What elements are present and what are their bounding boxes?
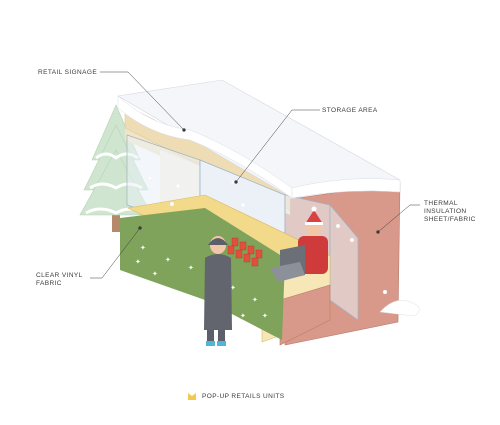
legend-label: POP-UP RETAILS UNITS: [202, 393, 285, 400]
hedge-garland: ✦ ✦ ✦ ✦ ✦ ✦ ✦ ✦ ✦: [120, 208, 285, 340]
vendor-figure: [298, 206, 328, 274]
label-clear-vinyl: CLEAR VINYL FABRIC: [36, 272, 83, 287]
label-retail-signage: RETAIL SIGNAGE: [38, 69, 98, 76]
leader-lines: [90, 71, 420, 279]
svg-text:✦: ✦: [188, 264, 194, 272]
svg-text:✦: ✦: [135, 258, 141, 266]
svg-text:✦: ✦: [165, 256, 171, 264]
svg-text:✦: ✦: [152, 270, 158, 278]
customer-figure: [204, 236, 232, 346]
label-thermal-insulation: THERMAL INSULATION SHEET/FABRIC: [424, 200, 476, 223]
svg-text:✦: ✦: [230, 284, 236, 292]
legend-swatch-icon: [188, 393, 196, 400]
cups: [227, 237, 263, 267]
label-storage-area: STORAGE AREA: [322, 107, 378, 114]
svg-text:✦: ✦: [252, 296, 258, 304]
snow-pile: [379, 300, 420, 317]
svg-text:✦: ✦: [240, 312, 246, 320]
svg-text:✦: ✦: [140, 244, 146, 252]
legend: POP-UP RETAILS UNITS: [188, 393, 285, 400]
snowflakes: [147, 175, 388, 295]
roof-snow-front: [291, 178, 401, 199]
svg-text:✦: ✦: [262, 312, 268, 320]
cash-register: [270, 245, 305, 282]
